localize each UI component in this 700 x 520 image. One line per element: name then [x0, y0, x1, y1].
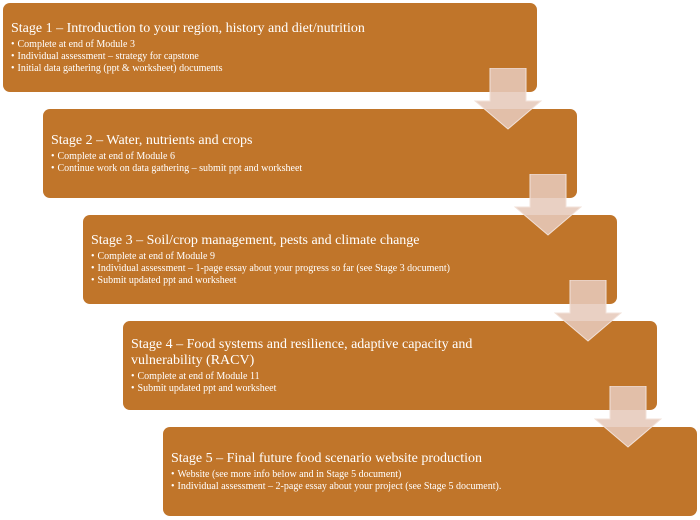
- stage-1-box: Stage 1 – Introduction to your region, h…: [3, 3, 537, 92]
- stage-4-title: Stage 4 – Food systems and resilience, a…: [131, 336, 473, 368]
- down-arrow-icon: [594, 386, 662, 448]
- stage-1-title: Stage 1 – Introduction to your region, h…: [11, 20, 365, 36]
- stage-4-bullet: Submit updated ppt and worksheet: [131, 383, 649, 395]
- stage-1-bullet: Complete at end of Module 3: [11, 39, 529, 51]
- stage-5-bullet: Individual assessment – 2-page essay abo…: [171, 481, 689, 493]
- down-arrow-icon: [554, 280, 622, 342]
- down-arrow-icon: [474, 68, 542, 130]
- stage-1-bullet: Initial data gathering (ppt & worksheet)…: [11, 63, 529, 75]
- down-arrow-icon: [514, 174, 582, 236]
- stage-3-bullet: Complete at end of Module 9: [91, 251, 609, 263]
- stage-5-box: Stage 5 – Final future food scenario web…: [163, 427, 697, 516]
- stage-3-title: Stage 3 – Soil/crop management, pests an…: [91, 232, 420, 248]
- stage-2-box: Stage 2 – Water, nutrients and crops Com…: [43, 109, 577, 198]
- stage-5-title: Stage 5 – Final future food scenario web…: [171, 450, 483, 466]
- stage-2-bullet: Complete at end of Module 6: [51, 151, 569, 163]
- stage-1-bullet: Individual assessment – strategy for cap…: [11, 51, 529, 63]
- stage-4-box: Stage 4 – Food systems and resilience, a…: [123, 321, 657, 410]
- stage-3-box: Stage 3 – Soil/crop management, pests an…: [83, 215, 617, 304]
- stage-3-bullet: Submit updated ppt and worksheet: [91, 275, 609, 287]
- stage-3-bullet: Individual assessment – 1-page essay abo…: [91, 263, 609, 275]
- stage-2-title: Stage 2 – Water, nutrients and crops: [51, 132, 253, 148]
- stage-2-bullet: Continue work on data gathering – submit…: [51, 163, 569, 175]
- stage-5-bullet: Website (see more info below and in Stag…: [171, 469, 689, 481]
- stage-4-bullet: Complete at end of Module 11: [131, 371, 649, 383]
